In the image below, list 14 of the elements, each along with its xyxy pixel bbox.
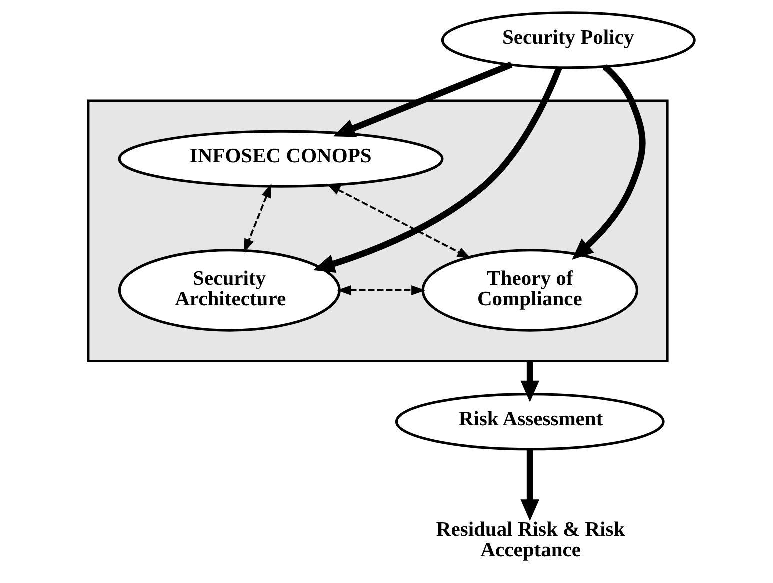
node-text: Residual Risk & Risk Acceptance <box>436 519 626 562</box>
arrow <box>520 449 540 522</box>
node-ellipse: Security Policy <box>441 12 696 70</box>
node-ellipse: Risk Assessment <box>395 393 665 451</box>
node-ellipse: Security Architecture <box>118 249 341 332</box>
arrow <box>326 184 472 259</box>
arrow <box>572 64 646 260</box>
arrow <box>313 66 562 274</box>
node-ellipse: INFOSEC CONOPS <box>118 130 444 188</box>
cluster <box>87 100 669 363</box>
arrow <box>520 361 540 402</box>
arrow <box>334 62 513 138</box>
arrow <box>337 286 426 296</box>
arrow <box>244 184 272 254</box>
